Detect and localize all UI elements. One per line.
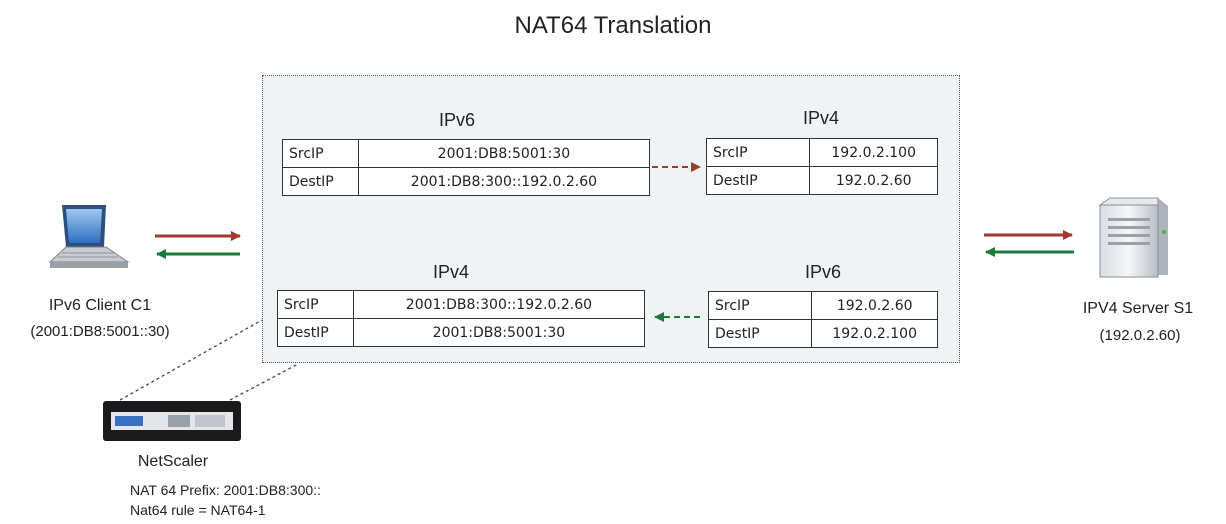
- row-value: 2001:DB8:300::192.0.2.60: [352, 290, 646, 319]
- table-row: SrcIP 192.0.2.100: [705, 138, 938, 167]
- bottom-right-ipv6-table: SrcIP 192.0.2.60 DestIP 192.0.2.100: [707, 291, 938, 348]
- row-value: 2001:DB8:5001:30: [352, 318, 646, 347]
- table-row: DestIP 192.0.2.100: [707, 319, 938, 348]
- top-left-table-heading: IPv6: [438, 110, 476, 130]
- client-name: IPv6 Client C1: [48, 297, 152, 314]
- row-value: 192.0.2.60: [811, 291, 938, 320]
- table-row: DestIP 2001:DB8:5001:30: [277, 318, 646, 347]
- row-value: 192.0.2.100: [809, 138, 938, 167]
- diagram-title: NAT64 Translation: [514, 12, 712, 39]
- row-value: 2001:DB8:5001:30: [357, 139, 651, 168]
- row-key: DestIP: [282, 167, 359, 196]
- row-key: SrcIP: [277, 290, 354, 319]
- table-row: SrcIP 192.0.2.60: [707, 291, 938, 320]
- nat64-prefix-text: NAT 64 Prefix: 2001:DB8:300::: [130, 482, 321, 498]
- appliance-name: NetScaler: [137, 453, 209, 470]
- server-address: (192.0.2.60): [1099, 327, 1181, 344]
- client-address: (2001:DB8:5001::30): [30, 323, 170, 340]
- table-row: SrcIP 2001:DB8:300::192.0.2.60: [277, 290, 646, 319]
- table-row: SrcIP 2001:DB8:5001:30: [282, 139, 651, 168]
- row-value: 192.0.2.100: [811, 319, 938, 348]
- table-row: DestIP 2001:DB8:300::192.0.2.60: [282, 167, 651, 196]
- server-name: IPV4 Server S1: [1082, 300, 1194, 317]
- row-key: DestIP: [707, 319, 813, 348]
- server-icon: [1098, 197, 1168, 278]
- nat64-rule-text: Nat64 rule = NAT64-1: [130, 502, 266, 518]
- row-value: 2001:DB8:300::192.0.2.60: [357, 167, 651, 196]
- laptop-icon: [48, 205, 130, 268]
- appliance-callout-lines: [119, 319, 299, 401]
- row-key: DestIP: [277, 318, 354, 347]
- top-left-ipv6-table: SrcIP 2001:DB8:5001:30 DestIP 2001:DB8:3…: [282, 139, 651, 196]
- top-right-ipv4-table: SrcIP 192.0.2.100 DestIP 192.0.2.60: [705, 138, 938, 195]
- row-key: SrcIP: [705, 138, 811, 167]
- bottom-left-table-heading: IPv4: [432, 262, 470, 282]
- appliance-icon: [103, 401, 241, 441]
- bottom-right-table-heading: IPv6: [804, 262, 842, 282]
- row-key: SrcIP: [282, 139, 359, 168]
- table-row: DestIP 192.0.2.60: [705, 166, 938, 195]
- row-value: 192.0.2.60: [809, 166, 938, 195]
- top-right-table-heading: IPv4: [802, 108, 840, 128]
- row-key: DestIP: [705, 166, 811, 195]
- bottom-left-ipv4-table: SrcIP 2001:DB8:300::192.0.2.60 DestIP 20…: [277, 290, 646, 347]
- row-key: SrcIP: [707, 291, 813, 320]
